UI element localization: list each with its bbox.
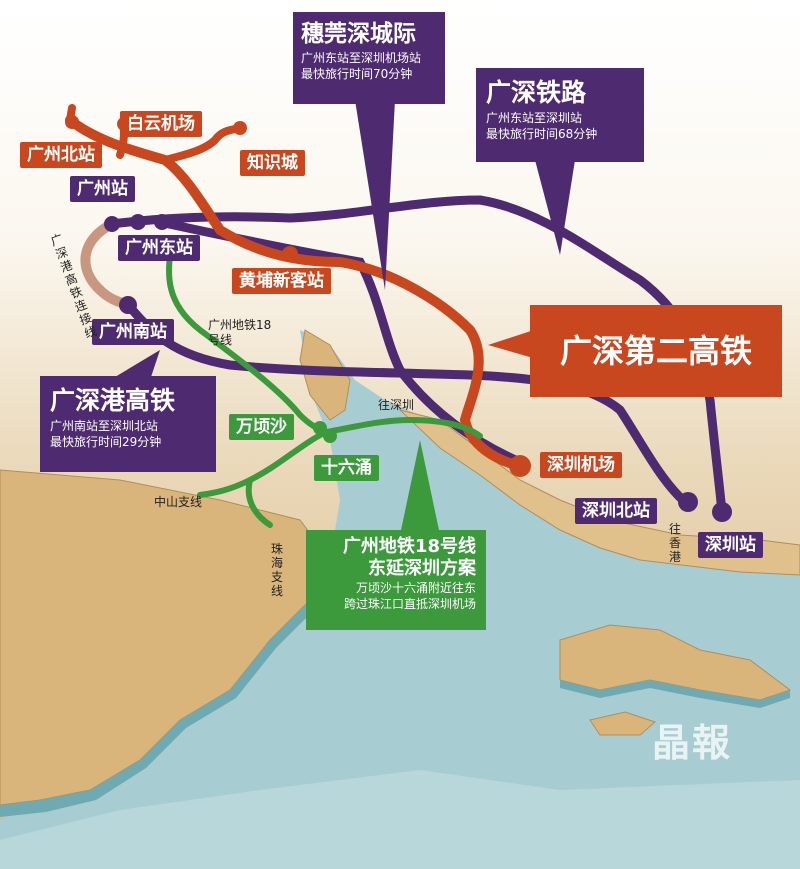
callout-suiguan-title: 穗莞深城际 bbox=[301, 21, 416, 47]
note-zhuhai: 珠海支线 bbox=[270, 542, 283, 598]
station-shenzhen: 深圳站 bbox=[698, 532, 763, 558]
callout-suiguan-line1: 广州东站至深圳机场站 bbox=[301, 51, 422, 65]
note-to-hk: 往香港 bbox=[668, 522, 681, 564]
station-wanqingsha: 万顷沙 bbox=[229, 414, 294, 440]
callout-gsh-hsr-line2: 最快旅行时间29分钟 bbox=[50, 435, 162, 449]
callout-suiguan-line2: 最快旅行时间70分钟 bbox=[301, 67, 413, 81]
callout-guangshen-rail-line2: 最快旅行时间68分钟 bbox=[486, 127, 598, 141]
callout-metro18-title1: 广州地铁18号线 bbox=[342, 536, 476, 557]
station-shiliuchong: 十六涌 bbox=[314, 455, 379, 481]
callout-metro18-title2: 东延深圳方案 bbox=[368, 558, 476, 579]
gsh-hsr-line bbox=[123, 300, 690, 507]
callout-metro18-line1: 万顷沙十六涌附近往东 bbox=[355, 581, 476, 595]
metro18-zhuhai-branch bbox=[245, 477, 273, 528]
callout-second-hsr-title: 广深第二高铁 bbox=[559, 332, 752, 370]
callout-guangshen-rail-line1: 广州东站至深圳站 bbox=[486, 111, 583, 125]
suiguan-pointer bbox=[355, 100, 395, 290]
second-hsr-pointer bbox=[488, 328, 540, 360]
metro18-east-extension bbox=[323, 416, 483, 439]
dot-guangzhou-north bbox=[65, 115, 79, 129]
station-shenzhen-airport: 深圳机场 bbox=[540, 452, 622, 478]
gsh-hsr-pointer bbox=[110, 350, 160, 380]
dot-shenzhen bbox=[712, 502, 732, 522]
dot-guangzhou-east-2 bbox=[154, 214, 170, 230]
dot-wanqingsha bbox=[313, 421, 327, 435]
dot-shiliuchong bbox=[323, 429, 337, 443]
metro18-pointer bbox=[400, 440, 440, 535]
note-metro18: 广州地铁18号线 bbox=[208, 318, 272, 347]
dot-shenzhen-north bbox=[678, 492, 698, 512]
land-east bbox=[398, 409, 800, 576]
station-guangzhou-south: 广州南站 bbox=[92, 319, 174, 345]
station-huangpu: 黄埔新客站 bbox=[232, 268, 331, 294]
callout-guangshen-rail: 广深铁路 广州东站至深圳站 最快旅行时间68分钟 bbox=[476, 68, 644, 162]
metro18-line bbox=[166, 237, 329, 435]
callout-guangshen-rail-title: 广深铁路 bbox=[486, 78, 587, 107]
callout-gsh-hsr: 广深港高铁 广州南站至深圳北站 最快旅行时间29分钟 bbox=[40, 376, 216, 472]
station-guangzhou-east: 广州东站 bbox=[118, 235, 200, 261]
callout-gsh-hsr-line1: 广州南站至深圳北站 bbox=[50, 419, 159, 433]
callout-second-hsr: 广深第二高铁 bbox=[530, 305, 782, 397]
callout-metro18-line2: 跨过珠江口直抵深圳机场 bbox=[343, 597, 476, 611]
second-hsr-branch-zhishi bbox=[161, 124, 244, 164]
dot-guangzhou-east-1 bbox=[130, 214, 146, 230]
dot-guangzhou bbox=[104, 216, 120, 232]
note-to-shenzhen: 往深圳 bbox=[378, 398, 415, 412]
dot-zhishi bbox=[233, 121, 247, 135]
station-dots bbox=[65, 115, 732, 522]
watermark-logo: 晶報 bbox=[652, 720, 733, 765]
sea-lower bbox=[0, 770, 800, 869]
callout-suiguan: 穗莞深城际 广州东站至深圳机场站 最快旅行时间70分钟 bbox=[293, 12, 445, 104]
dot-shenzhen-airport bbox=[509, 455, 531, 477]
station-shenzhen-north: 深圳北站 bbox=[575, 498, 657, 524]
callout-metro18: 广州地铁18号线 东延深圳方案 万顷沙十六涌附近往东 跨过珠江口直抵深圳机场 bbox=[306, 530, 486, 630]
station-zhishi-city: 知识城 bbox=[240, 150, 305, 176]
guangshen-rail-pointer bbox=[535, 160, 575, 255]
land-islet bbox=[589, 711, 656, 736]
dot-guangzhou-south bbox=[119, 296, 137, 314]
note-zhongshan: 中山支线 bbox=[154, 495, 203, 509]
dot-huangpu bbox=[282, 246, 298, 262]
callout-gsh-hsr-title: 广深港高铁 bbox=[50, 386, 176, 415]
guangshen-railway-line bbox=[107, 195, 727, 517]
station-guangzhou: 广州站 bbox=[70, 176, 135, 202]
station-guangzhou-north: 广州北站 bbox=[20, 142, 102, 168]
station-baiyun-airport: 白云机场 bbox=[120, 111, 202, 137]
land-hk-edge bbox=[560, 680, 790, 708]
